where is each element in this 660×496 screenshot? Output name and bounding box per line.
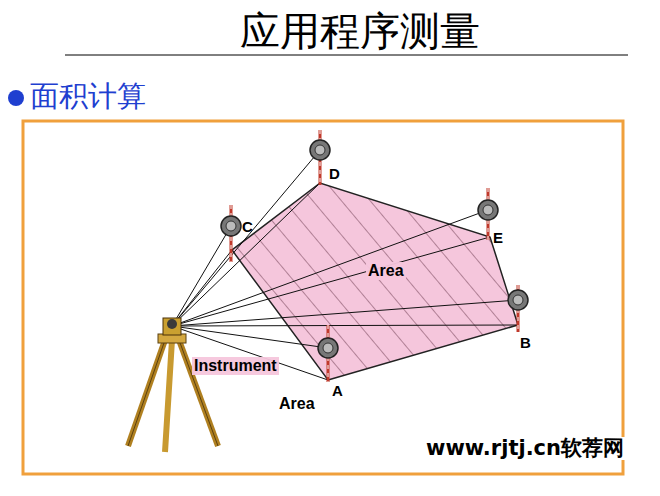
point-letter: A (332, 383, 343, 398)
area-label: Area (279, 396, 315, 412)
prism-pole (508, 285, 528, 332)
sight-lines (172, 150, 518, 380)
bullet-dot (8, 90, 24, 106)
point-letter: E (493, 230, 503, 245)
page-title: 应用程序测量 (0, 12, 655, 52)
tripod (128, 318, 218, 452)
watermark: www.rjtj.cn软荐网 (424, 437, 626, 460)
figure-frame (23, 121, 623, 474)
point-letter: B (520, 335, 531, 350)
point-letter: D (329, 166, 340, 181)
area-polygon (232, 183, 518, 380)
point-letter: C (242, 219, 253, 234)
prism-poles (221, 130, 528, 382)
section-heading: 面积计算 (30, 82, 146, 111)
area-label: Area (366, 262, 406, 280)
prism-pole (318, 325, 338, 382)
prism-pole (310, 130, 330, 185)
prism-pole (221, 205, 241, 262)
title-rule (65, 55, 628, 56)
instrument-label: Instrument (192, 357, 279, 375)
